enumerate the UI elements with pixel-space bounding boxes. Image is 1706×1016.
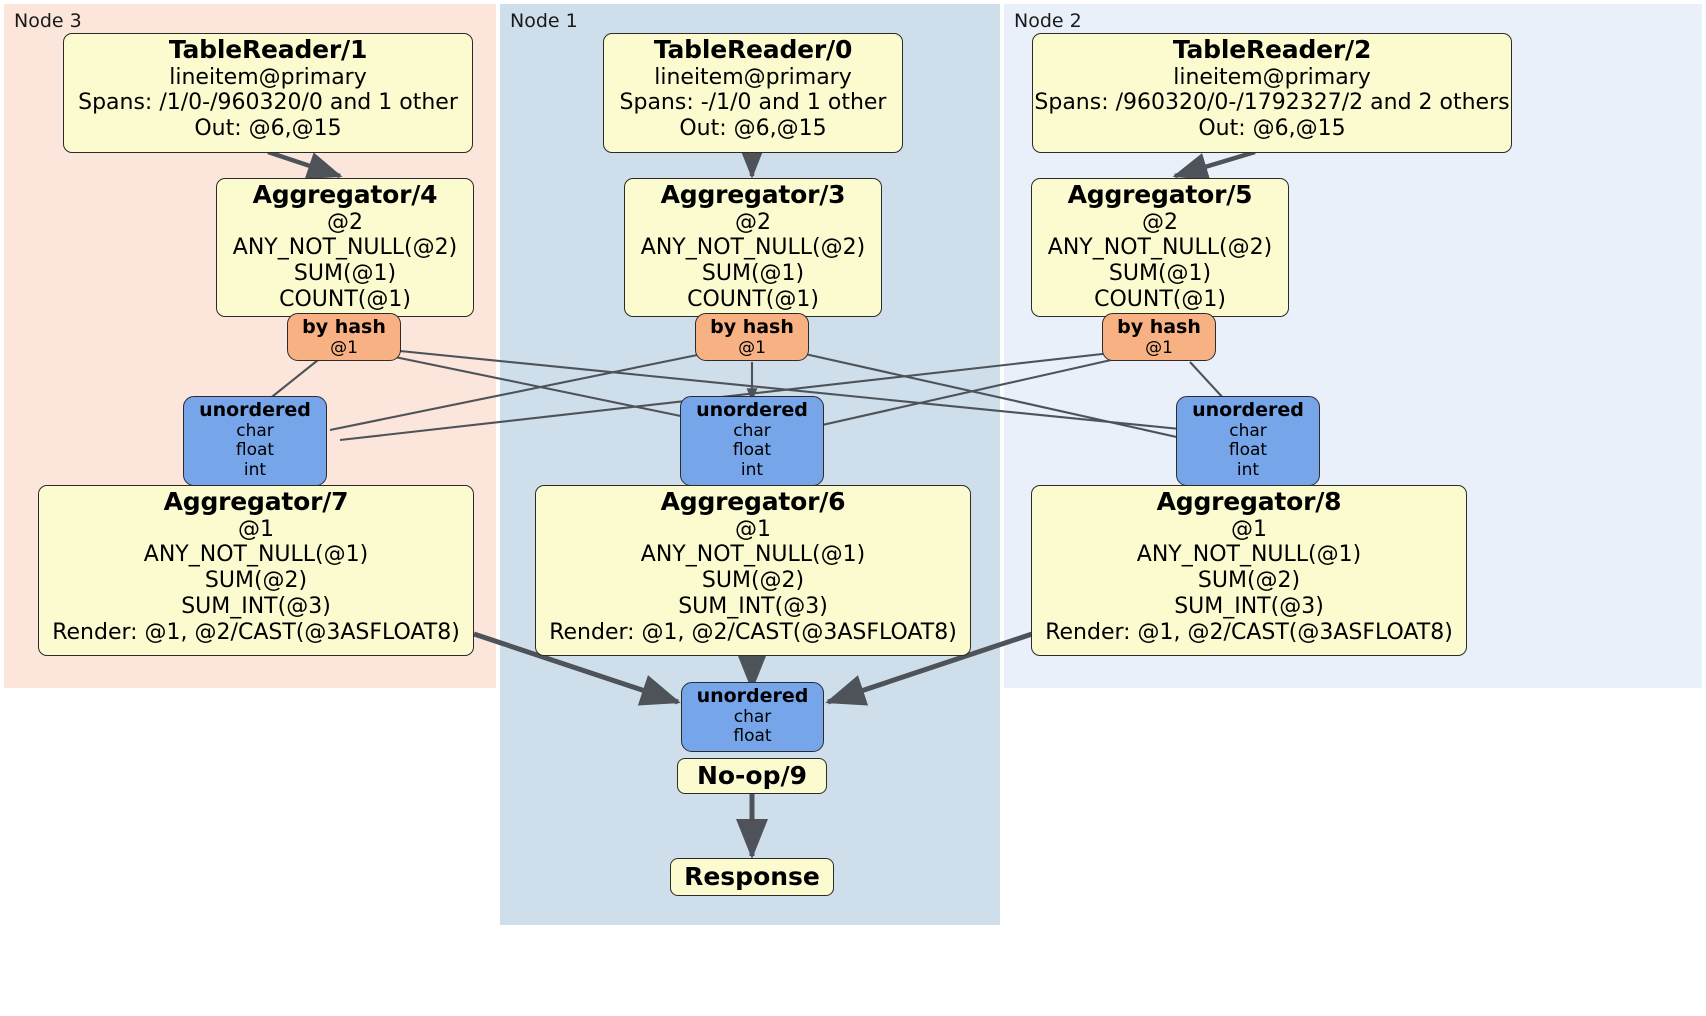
unordered-router-node-3-type-3: int: [243, 459, 267, 480]
hash-router-node-2-key: @1: [1145, 337, 1173, 358]
final-unordered-router-title: unordered: [696, 685, 809, 707]
aggregator-7-group: @1: [238, 516, 274, 542]
aggregator-3-agg-3: COUNT(@1): [687, 287, 819, 313]
aggregator-6-render: Render: @1, @2/CAST(@3ASFLOAT8): [549, 620, 957, 646]
unordered-router-node-3-type-2: float: [235, 440, 275, 461]
aggregator-3-group: @2: [735, 209, 771, 235]
aggregator-5-group: @2: [1142, 209, 1178, 235]
unordered-router-node-1[interactable]: unordered char float int: [680, 396, 824, 486]
unordered-router-node-1-type-3: int: [740, 459, 764, 480]
aggregator-3-title: Aggregator/3: [660, 180, 846, 209]
aggregator-8-agg-3: SUM_INT(@3): [1174, 594, 1324, 620]
aggregator-8-agg-2: SUM(@2): [1197, 568, 1301, 594]
aggregator-8-title: Aggregator/8: [1156, 487, 1342, 516]
aggregator-5[interactable]: Aggregator/5 @2 ANY_NOT_NULL(@2) SUM(@1)…: [1031, 178, 1289, 317]
aggregator-7-agg-1: ANY_NOT_NULL(@1): [143, 542, 369, 568]
table-reader-node-1-title: TableReader/0: [653, 35, 853, 64]
aggregator-6-agg-1: ANY_NOT_NULL(@1): [640, 542, 866, 568]
aggregator-6-group: @1: [735, 516, 771, 542]
hash-router-node-1[interactable]: by hash @1: [695, 313, 809, 361]
unordered-router-node-3[interactable]: unordered char float int: [183, 396, 327, 486]
unordered-router-node-1-type-2: float: [732, 440, 772, 461]
table-reader-node-3-out: Out: @6,@15: [194, 116, 342, 142]
unordered-router-node-1-title: unordered: [696, 399, 808, 421]
aggregator-5-agg-2: SUM(@1): [1108, 261, 1212, 287]
aggregator-8-agg-1: ANY_NOT_NULL(@1): [1136, 542, 1362, 568]
table-reader-node-1-out: Out: @6,@15: [679, 116, 827, 142]
unordered-router-node-2-title: unordered: [1192, 399, 1304, 421]
final-unordered-router[interactable]: unordered char float: [681, 682, 824, 752]
table-reader-node-1[interactable]: TableReader/0 lineitem@primary Spans: -/…: [603, 33, 903, 153]
unordered-router-node-3-title: unordered: [199, 399, 311, 421]
aggregator-3-agg-1: ANY_NOT_NULL(@2): [640, 235, 866, 261]
aggregator-7-agg-3: SUM_INT(@3): [181, 594, 331, 620]
aggregator-6-agg-3: SUM_INT(@3): [678, 594, 828, 620]
table-reader-node-3-spans: Spans: /1/0-/960320/0 and 1 other: [78, 90, 458, 116]
table-reader-node-2[interactable]: TableReader/2 lineitem@primary Spans: /9…: [1032, 33, 1512, 153]
aggregator-4-group: @2: [327, 209, 363, 235]
aggregator-8[interactable]: Aggregator/8 @1 ANY_NOT_NULL(@1) SUM(@2)…: [1031, 485, 1467, 656]
table-reader-node-3[interactable]: TableReader/1 lineitem@primary Spans: /1…: [63, 33, 473, 153]
aggregator-3-agg-2: SUM(@1): [701, 261, 805, 287]
aggregator-4-agg-3: COUNT(@1): [279, 287, 411, 313]
aggregator-4[interactable]: Aggregator/4 @2 ANY_NOT_NULL(@2) SUM(@1)…: [216, 178, 474, 317]
aggregator-4-title: Aggregator/4: [252, 180, 438, 209]
aggregator-5-agg-3: COUNT(@1): [1094, 287, 1226, 313]
aggregator-7-render: Render: @1, @2/CAST(@3ASFLOAT8): [52, 620, 460, 646]
aggregator-5-agg-1: ANY_NOT_NULL(@2): [1047, 235, 1273, 261]
aggregator-6-agg-2: SUM(@2): [701, 568, 805, 594]
table-reader-node-2-spans: Spans: /960320/0-/1792327/2 and 2 others: [1034, 90, 1510, 116]
final-unordered-router-type-2: float: [733, 726, 772, 747]
hash-router-node-1-title: by hash: [710, 316, 794, 338]
unordered-router-node-2-type-2: float: [1228, 440, 1268, 461]
table-reader-node-2-out: Out: @6,@15: [1198, 116, 1346, 142]
hash-router-node-2[interactable]: by hash @1: [1102, 313, 1216, 361]
unordered-router-node-2-type-1: char: [1229, 420, 1267, 441]
aggregator-6-title: Aggregator/6: [660, 487, 846, 516]
table-reader-node-2-title: TableReader/2: [1172, 35, 1372, 64]
aggregator-7-title: Aggregator/7: [163, 487, 349, 516]
response-node-title: Response: [684, 862, 820, 891]
aggregator-7-agg-2: SUM(@2): [204, 568, 308, 594]
hash-router-node-3-key: @1: [330, 337, 358, 358]
table-reader-node-2-table: lineitem@primary: [1173, 64, 1371, 90]
panel-node-3-label: Node 3: [14, 10, 82, 32]
hash-router-node-1-key: @1: [738, 337, 766, 358]
table-reader-node-1-spans: Spans: -/1/0 and 1 other: [619, 90, 887, 116]
aggregator-6[interactable]: Aggregator/6 @1 ANY_NOT_NULL(@1) SUM(@2)…: [535, 485, 971, 656]
panel-node-1-label: Node 1: [510, 10, 578, 32]
unordered-router-node-1-type-1: char: [733, 420, 771, 441]
unordered-router-node-2[interactable]: unordered char float int: [1176, 396, 1320, 486]
unordered-router-node-2-type-3: int: [1236, 459, 1260, 480]
aggregator-8-render: Render: @1, @2/CAST(@3ASFLOAT8): [1045, 620, 1453, 646]
aggregator-7[interactable]: Aggregator/7 @1 ANY_NOT_NULL(@1) SUM(@2)…: [38, 485, 474, 656]
aggregator-3[interactable]: Aggregator/3 @2 ANY_NOT_NULL(@2) SUM(@1)…: [624, 178, 882, 317]
hash-router-node-3[interactable]: by hash @1: [287, 313, 401, 361]
unordered-router-node-3-type-1: char: [236, 420, 274, 441]
no-op-9-title: No-op/9: [696, 761, 808, 790]
aggregator-5-title: Aggregator/5: [1067, 180, 1253, 209]
hash-router-node-2-title: by hash: [1117, 316, 1201, 338]
panel-node-2-label: Node 2: [1014, 10, 1082, 32]
table-reader-node-1-table: lineitem@primary: [654, 64, 852, 90]
no-op-9[interactable]: No-op/9: [677, 758, 827, 794]
hash-router-node-3-title: by hash: [302, 316, 386, 338]
table-reader-node-3-table: lineitem@primary: [169, 64, 367, 90]
aggregator-8-group: @1: [1231, 516, 1267, 542]
aggregator-4-agg-1: ANY_NOT_NULL(@2): [232, 235, 458, 261]
final-unordered-router-type-1: char: [733, 706, 772, 727]
response-node[interactable]: Response: [670, 858, 834, 896]
table-reader-node-3-title: TableReader/1: [168, 35, 368, 64]
aggregator-4-agg-2: SUM(@1): [293, 261, 397, 287]
